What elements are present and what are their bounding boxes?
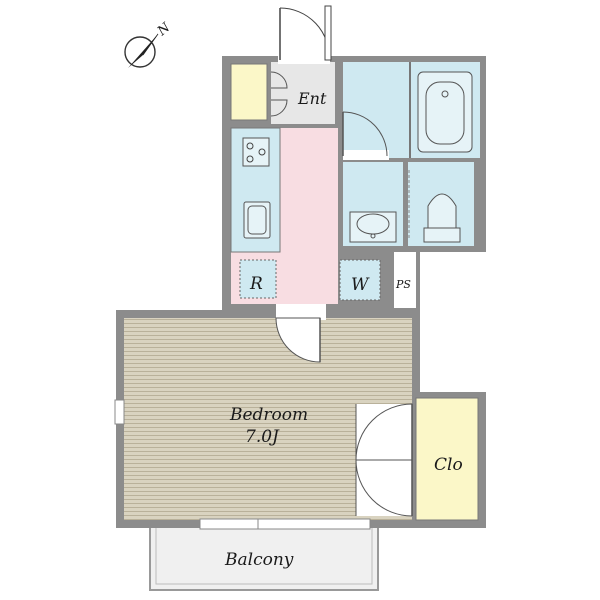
pipe-space-label: PS: [395, 278, 411, 291]
balcony: [149, 523, 379, 591]
stove-icon: [242, 137, 270, 167]
refrigerator-label: R: [249, 274, 263, 294]
bedroom-label: Bedroom: [229, 405, 308, 425]
closet: [415, 397, 479, 521]
kitchen-sink-icon: [243, 201, 271, 239]
compass-label: N: [154, 20, 174, 40]
balcony-label: Balcony: [224, 550, 294, 570]
bedroom-side-window: [114, 399, 125, 425]
compass: N: [124, 20, 174, 68]
bathroom-door: [342, 111, 389, 160]
entrance-label: Ent: [297, 89, 327, 108]
refrigerator-space: [239, 259, 277, 299]
closet-doors: [355, 403, 413, 517]
washer-space: [339, 259, 381, 301]
wash-basin-icon: [349, 211, 397, 243]
shoe-cabinet-door: [270, 71, 288, 89]
entrance-floor: [271, 62, 335, 124]
pipe-space: [394, 252, 416, 308]
toilet-icon: [423, 193, 461, 243]
north-arrow-icon: [128, 34, 158, 68]
closet-label: Clo: [434, 455, 463, 475]
balcony-window: [199, 518, 371, 530]
bedroom-size-label: 7.0J: [245, 427, 280, 447]
compass-ring: [124, 36, 156, 68]
bedroom-door: [275, 317, 321, 363]
bathtub-icon: [417, 71, 473, 153]
washer-label: W: [351, 275, 370, 295]
shoe-cabinet: [230, 63, 268, 121]
entrance-door: [279, 5, 332, 61]
